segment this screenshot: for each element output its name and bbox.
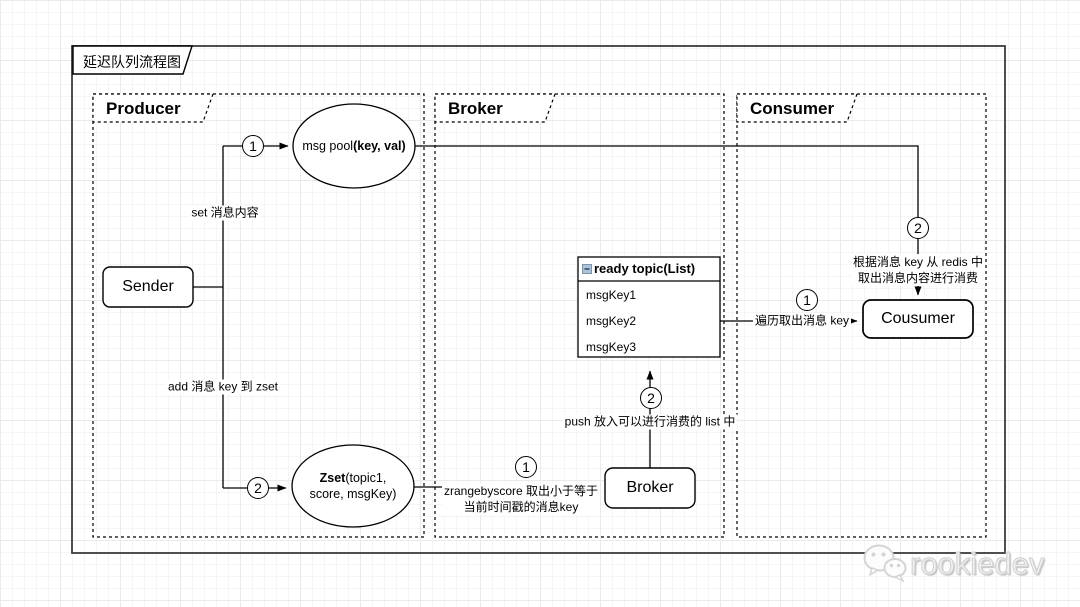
- edge-label-push-list: push 放入可以进行消费的 list 中: [562, 414, 738, 430]
- edge-label-zrange-line1: zrangebyscore 取出小于等于: [443, 484, 599, 498]
- consumer-lane-label: Consumer: [750, 99, 835, 118]
- edge-label-iterate: 遍历取出消息 key: [752, 313, 852, 329]
- edge-label-set-msg: set 消息内容: [189, 205, 261, 221]
- msg-pool-ellipse: [292, 103, 416, 189]
- ready-topic-item: msgKey3: [586, 340, 637, 354]
- outer-frame: [71, 45, 1006, 554]
- broker-tab-shape: [434, 93, 556, 123]
- msg-pool-label-text: msg pool: [302, 139, 354, 153]
- step-circle-1-zrange: 1: [515, 456, 537, 478]
- zset-label-bold: Zset: [319, 471, 346, 485]
- diagram-title: 延迟队列流程图: [83, 54, 181, 70]
- ready-topic-header: ready topic(List): [594, 261, 696, 276]
- msg-pool-label-bold: (key, val): [353, 139, 406, 153]
- wechat-icon: [863, 544, 907, 583]
- zset-label-rest: (topic1,: [345, 471, 387, 485]
- edge-msgpool-to-consumer: [415, 145, 922, 296]
- edge-label-add-zset: add 消息 key 到 zset: [165, 379, 281, 395]
- step-circle-1-iterate: 1: [796, 289, 818, 311]
- ready-topic-header-row: ready topic(List): [582, 261, 716, 276]
- zset-label-line2: score, msgKey): [309, 487, 397, 501]
- sender-box: [102, 266, 194, 308]
- producer-lane: [92, 93, 425, 538]
- consumer-box: [862, 299, 974, 339]
- consumer-lane: [736, 93, 987, 538]
- consumer-tab-shape: [736, 93, 858, 123]
- broker-lane-label: Broker: [448, 99, 503, 118]
- minus-square-icon: [582, 263, 592, 274]
- edge-label-consume-line1: 根据消息 key 从 redis 中: [852, 255, 984, 269]
- msg-pool-label: msg pool(key, val): [302, 139, 405, 153]
- ready-topic-item: msgKey1: [586, 288, 637, 302]
- ready-topic-box: [577, 256, 721, 358]
- ready-topic-item: msgKey2: [586, 314, 637, 328]
- edge-label-consume-line2: 取出消息内容进行消费: [857, 271, 978, 285]
- step-circle-2-zset: 2: [247, 477, 269, 499]
- step-circle-1-msgpool: 1: [242, 135, 264, 157]
- step-circle-2-consume: 2: [907, 217, 929, 239]
- watermark-brand: rookiedev: [909, 546, 1045, 582]
- edge-label-zrange: zrangebyscore 取出小于等于 当前时间戳的消息key: [441, 483, 601, 515]
- broker-node-label: Broker: [626, 479, 674, 496]
- producer-tab-shape: [92, 93, 214, 123]
- edge-label-zrange-line2: 当前时间戳的消息key: [463, 500, 579, 514]
- watermark: rookiedev: [860, 540, 1045, 588]
- producer-lane-label: Producer: [106, 99, 181, 118]
- zset-ellipse: [291, 444, 415, 528]
- step-circle-2-push: 2: [640, 387, 662, 409]
- edge-label-consume: 根据消息 key 从 redis 中 取出消息内容进行消费: [850, 254, 986, 286]
- zset-label: Zset(topic1, score, msgKey): [310, 470, 397, 502]
- consumer-node-label: Cousumer: [881, 310, 955, 327]
- sender-label: Sender: [122, 278, 174, 295]
- title-tab-shape: [72, 45, 193, 75]
- broker-box: [604, 467, 696, 509]
- broker-lane: [434, 93, 725, 538]
- zset-label-line1: Zset(topic1,: [310, 470, 397, 486]
